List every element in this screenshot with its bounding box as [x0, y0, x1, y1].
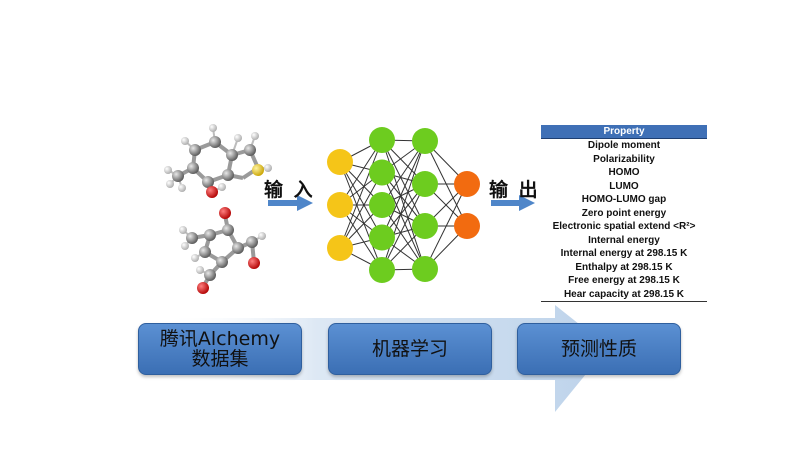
network-edge [381, 172, 426, 270]
network-edge [381, 139, 426, 227]
network-node [369, 192, 395, 218]
network-edge [339, 139, 383, 249]
molecule-thiophene-icon [164, 124, 272, 198]
network-edge [339, 161, 383, 238]
property-table-header: Property [541, 125, 707, 139]
property-table-bottom-rule [541, 301, 707, 302]
network-edge [424, 183, 468, 270]
property-row: Enthalpy at 298.15 K [575, 261, 673, 273]
network-edge [339, 161, 383, 271]
input-arrow [268, 195, 313, 211]
step-dataset-line1: 腾讯Alchemy [159, 328, 281, 350]
output-arrow [491, 195, 535, 211]
network-node [369, 159, 395, 186]
property-row: Internal energy at 298.15 K [560, 248, 688, 259]
network-edge [381, 140, 426, 271]
network-node [454, 171, 480, 197]
network-edge [381, 140, 426, 238]
network-node [327, 235, 353, 261]
input-label: 输 入 [264, 179, 315, 201]
property-row: HOMO [608, 167, 640, 178]
property-row: Zero point energy [581, 207, 667, 219]
step-ml-label: 机器学习 [371, 338, 448, 360]
property-row: Electronic spatial extend <R²> [552, 221, 696, 232]
network-node [412, 213, 438, 239]
network-node [369, 224, 395, 251]
network-node [327, 149, 353, 175]
network-node [412, 171, 438, 197]
property-row: HOMO-LUMO gap [581, 194, 667, 205]
property-row: LUMO [609, 180, 639, 192]
property-row: Internal energy [588, 234, 660, 246]
property-row: Free energy at 298.15 K [568, 275, 680, 286]
network-node [412, 256, 438, 282]
step-dataset-line2: 数据集 [191, 348, 249, 370]
network-node [454, 213, 480, 239]
property-row: Hear capacity at 298.15 K [563, 288, 685, 300]
network-node [327, 192, 353, 218]
step-ml-box: 机器学习 [328, 323, 492, 375]
property-row: Dipole moment [587, 140, 661, 151]
step-predict-label: 预测性质 [560, 338, 637, 360]
network-node [369, 257, 395, 283]
neural-network-icon [327, 127, 480, 283]
network-node [369, 127, 395, 153]
property-row: Polarizability [593, 153, 655, 165]
step-predict-box: 预测性质 [517, 323, 681, 375]
network-edges [339, 139, 468, 271]
network-edge [339, 172, 383, 249]
molecule-cyclopentene-icon [179, 207, 266, 294]
network-edge [381, 183, 426, 271]
step-dataset-box: 腾讯Alchemy 数据集 [138, 323, 302, 375]
output-label: 输 出 [489, 179, 540, 201]
network-node [412, 128, 438, 154]
